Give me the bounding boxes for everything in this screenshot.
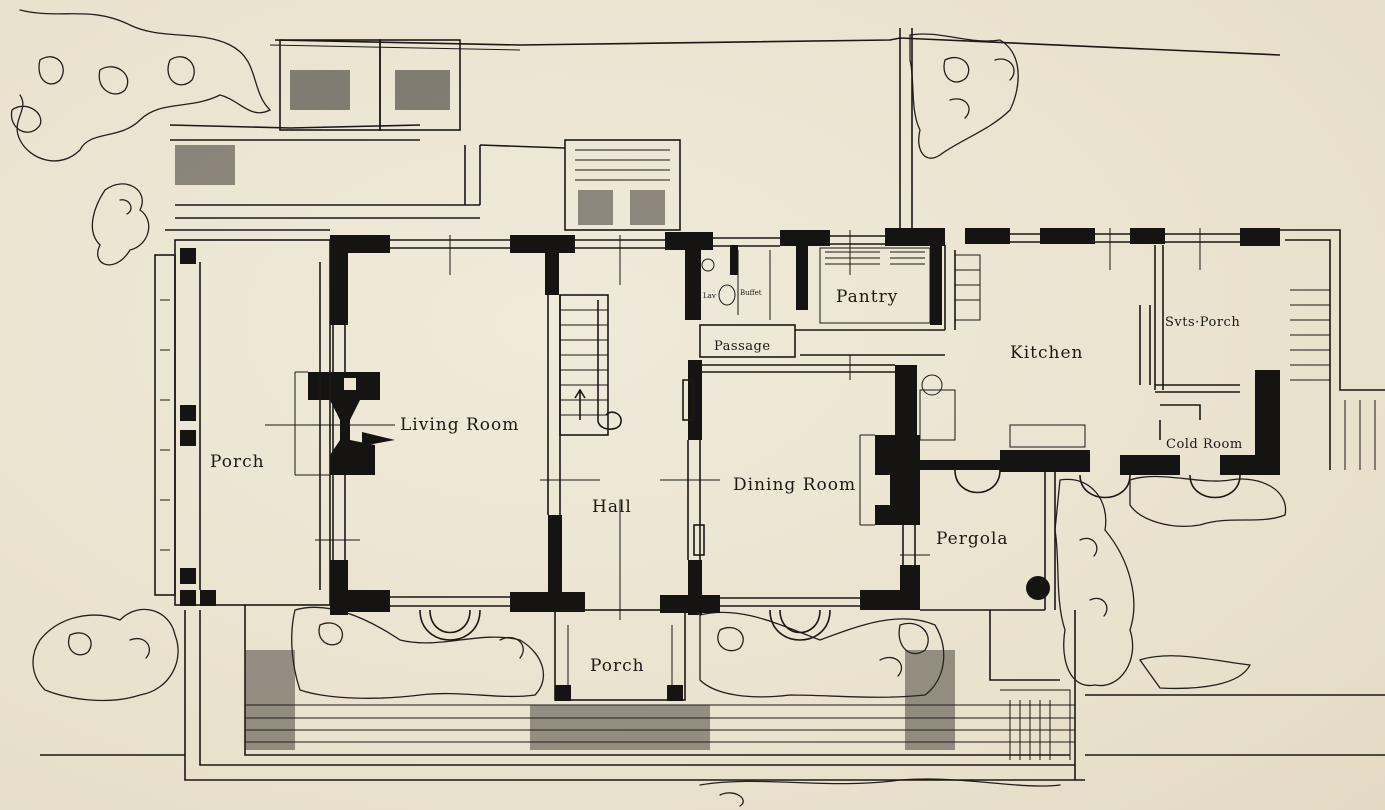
label-passage: Passage (714, 339, 771, 354)
label-pergola: Pergola (936, 529, 1009, 549)
label-hall: Hall (592, 497, 632, 517)
label-dining-room: Dining Room (733, 475, 856, 495)
rear-steps (564, 139, 681, 231)
label-lav: Lav (703, 292, 716, 300)
label-buffet: Buffet (740, 289, 762, 297)
label-servants-porch: Svts·Porch (1165, 315, 1240, 330)
house-walls (40, 228, 1385, 781)
label-pantry: Pantry (836, 287, 898, 307)
label-cold-room: Cold Room (1166, 437, 1243, 452)
label-porch-left: Porch (210, 452, 265, 472)
stone-wall-terrace (165, 28, 1281, 231)
room-labels: Porch Living Room Hall Dining Room Porch… (210, 287, 1243, 676)
label-kitchen: Kitchen (1010, 343, 1083, 363)
label-living-room: Living Room (400, 415, 519, 435)
label-porch-front: Porch (590, 656, 645, 676)
landscape-shrubs (10, 9, 1287, 807)
